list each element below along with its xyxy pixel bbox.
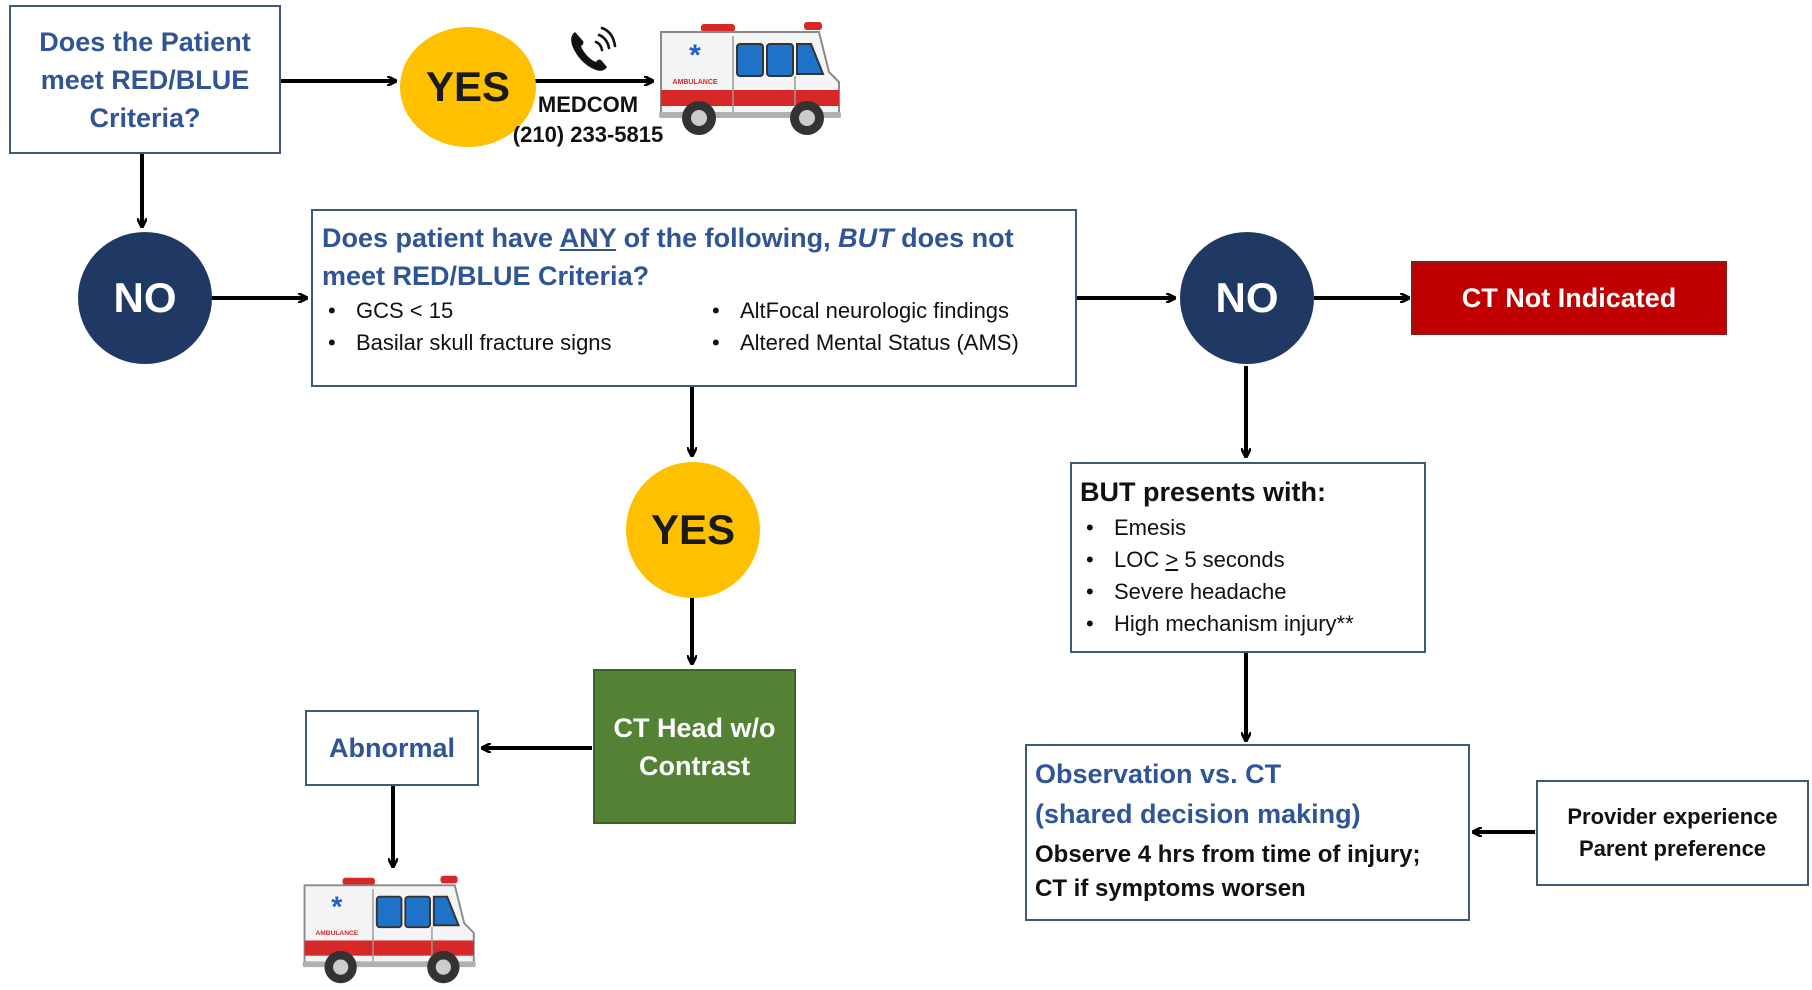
- criteria-list-right: AltFocal neurologic findings Altered Men…: [706, 295, 1019, 359]
- criteria-title-any: ANY: [559, 223, 617, 253]
- no-circle-right: NO: [1180, 232, 1314, 364]
- medcom-name: MEDCOM: [537, 92, 639, 117]
- criteria-title-but: BUT: [838, 223, 894, 253]
- ct-head-line: CT Head w/o: [613, 712, 776, 743]
- ambulance-icon: * AMBULANCE: [302, 875, 476, 984]
- symptom-item: High mechanism injury**: [1080, 608, 1424, 640]
- medcom-phone: (210) 233-5815: [512, 122, 664, 147]
- yes-circle-top: YES: [400, 27, 536, 147]
- observation-body: CT if symptoms worsen: [1035, 875, 1306, 902]
- ct-head-box: CT Head w/o Contrast: [593, 669, 796, 824]
- yes-label: YES: [425, 63, 511, 110]
- question-line: meet RED/BLUE: [40, 64, 250, 95]
- ct-not-indicated-box: CT Not Indicated: [1411, 261, 1727, 335]
- symptom-item: LOC > 5 seconds: [1080, 544, 1424, 576]
- observation-title: Observation vs. CT: [1035, 759, 1282, 789]
- criteria-item: Altered Mental Status (AMS): [706, 327, 1019, 359]
- no-circle-left: NO: [78, 232, 212, 364]
- ambulance-label: AMBULANCE: [315, 930, 358, 937]
- criteria-item: GCS < 15: [322, 295, 706, 327]
- observation-box: Observation vs. CT (shared decision maki…: [1025, 744, 1470, 921]
- observation-subtitle: (shared decision making): [1035, 799, 1361, 829]
- factor-item: Provider experience: [1567, 804, 1778, 829]
- criteria-title-line2: meet RED/BLUE Criteria?: [322, 261, 650, 291]
- yes-circle-middle: YES: [626, 462, 760, 598]
- factor-item: Parent preference: [1578, 836, 1767, 861]
- factors-box: Provider experience Parent preference: [1536, 780, 1809, 886]
- ambulance-icon: * AMBULANCE: [659, 22, 841, 135]
- ct-head-line: Contrast: [638, 750, 750, 781]
- but-presents-title: BUT presents with:: [1080, 477, 1327, 507]
- symptom-item: Emesis: [1080, 512, 1424, 544]
- abnormal-box: Abnormal: [305, 710, 479, 786]
- red-blue-criteria-question: Does the Patient meet RED/BLUE Criteria?: [9, 5, 281, 154]
- yes-label: YES: [650, 506, 736, 553]
- criteria-item: AltFocal neurologic findings: [706, 295, 1019, 327]
- observation-body: Observe 4 hrs from time of injury;: [1035, 841, 1421, 868]
- ambulance-label: AMBULANCE: [672, 79, 717, 86]
- no-label: NO: [113, 274, 177, 321]
- question-line: Does the Patient: [39, 26, 251, 57]
- criteria-title-text: of the following,: [616, 223, 839, 253]
- criteria-item: Basilar skull fracture signs: [322, 327, 706, 359]
- but-presents-box: BUT presents with: Emesis LOC > 5 second…: [1070, 462, 1426, 653]
- criteria-title: Does patient have ANY of the following, …: [322, 219, 1075, 257]
- criteria-list-left: GCS < 15 Basilar skull fracture signs: [322, 295, 706, 359]
- question-line: Criteria?: [89, 102, 201, 133]
- phone-icon: [571, 26, 617, 71]
- ct-not-indicated-label: CT Not Indicated: [1461, 282, 1677, 313]
- criteria-title-text: does not: [893, 223, 1014, 253]
- no-label: NO: [1215, 274, 1279, 321]
- criteria-title-text: Does patient have: [322, 223, 560, 253]
- svg-text:*: *: [331, 892, 343, 924]
- but-presents-list: Emesis LOC > 5 seconds Severe headache H…: [1080, 512, 1424, 640]
- symptom-item: Severe headache: [1080, 576, 1424, 608]
- abnormal-label: Abnormal: [328, 732, 455, 763]
- svg-text:*: *: [689, 39, 701, 72]
- criteria-box: Does patient have ANY of the following, …: [311, 209, 1077, 387]
